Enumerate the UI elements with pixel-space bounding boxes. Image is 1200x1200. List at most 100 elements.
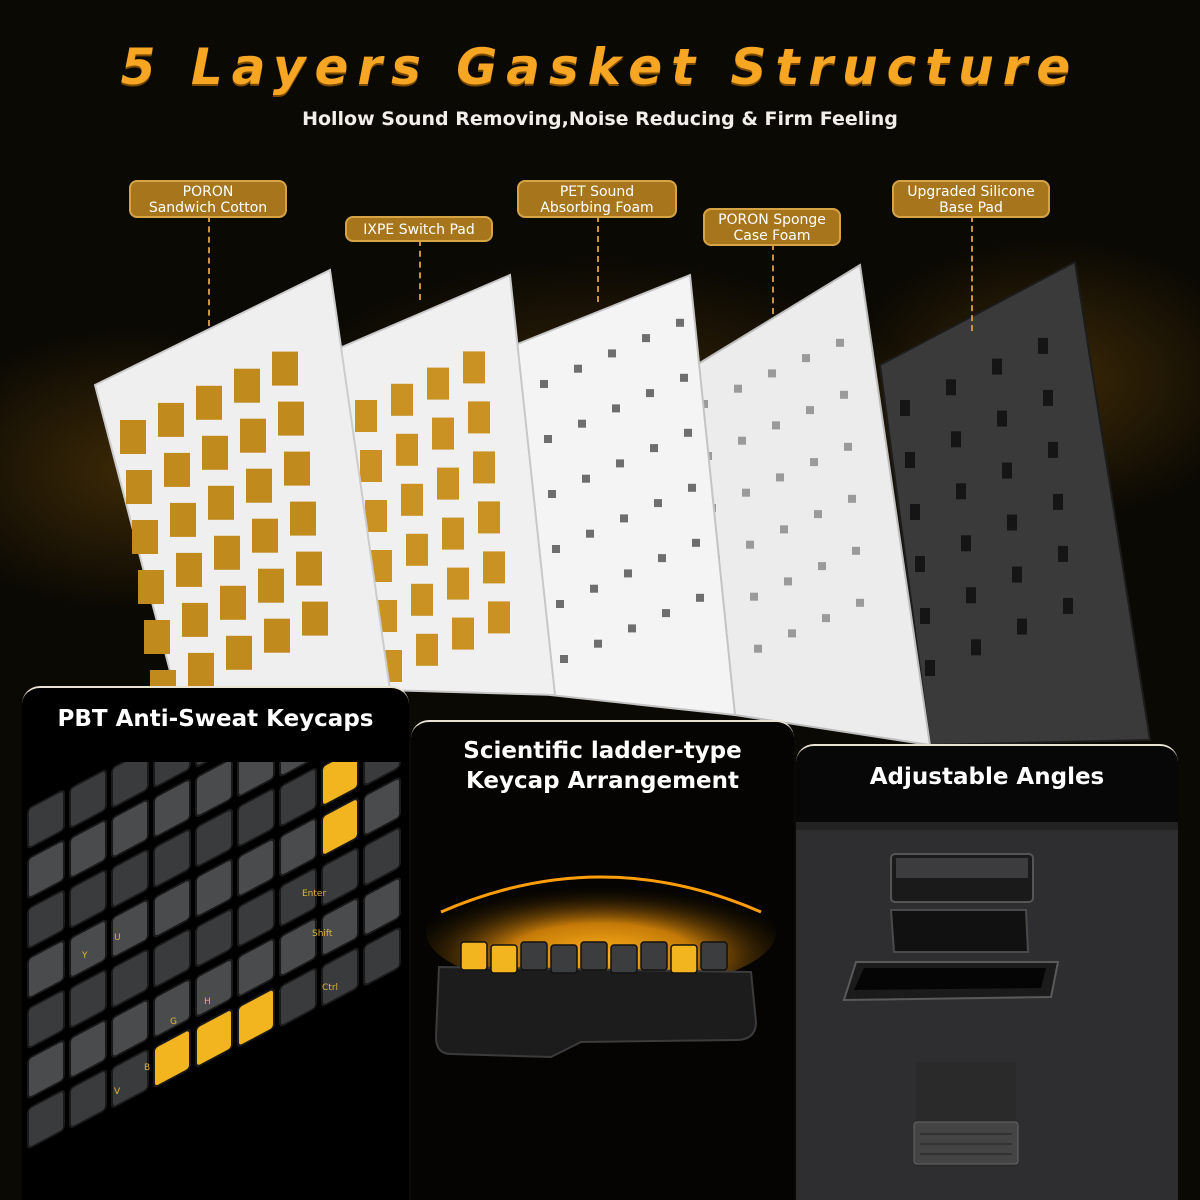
plate-cutout [188, 652, 214, 687]
plate-cutout [214, 535, 240, 570]
keycap [237, 988, 275, 1047]
plate-cutout [844, 442, 852, 451]
keyboard-closeup-illustration: Enter Shift Ctrl B V G H Y U [27, 762, 401, 1149]
plate-cutout [920, 608, 930, 624]
plate-cutout [447, 567, 469, 600]
keycap [279, 918, 317, 977]
plate-cutout [126, 470, 152, 504]
plate-cutout [696, 593, 704, 602]
keycap [69, 969, 107, 1029]
keycap-legend-h: H [204, 997, 211, 1007]
plate-cutout [806, 406, 814, 415]
plate-cutout [401, 483, 423, 516]
keycap [69, 869, 107, 929]
keycap [321, 847, 359, 907]
keycap [153, 979, 191, 1038]
plate-cutout [478, 501, 500, 534]
plate-cutout [1038, 337, 1048, 354]
feature-title-3: Adjustable Angles [869, 764, 1105, 790]
keycap [195, 1008, 233, 1068]
leader-line-4 [772, 244, 774, 314]
layer-ixpe-switch-pad [333, 273, 557, 697]
plate-cutout [905, 452, 915, 468]
plate-cutout [176, 552, 202, 587]
keycap [111, 949, 149, 1008]
layer-poron-sandwich-cotton [93, 268, 392, 704]
plate-cutout [483, 551, 505, 584]
leader-line-3 [597, 216, 599, 302]
plate-cutout [452, 617, 474, 650]
keycap [111, 1049, 149, 1108]
keycap [321, 897, 359, 957]
keycap [27, 990, 65, 1049]
plate-cutout [574, 364, 582, 373]
keycap [321, 762, 359, 807]
plate-cutout [264, 618, 290, 653]
keycap [237, 838, 275, 897]
keycap [237, 938, 275, 997]
plate-cutout [552, 545, 560, 553]
keycap [363, 777, 401, 836]
keycap [27, 840, 65, 899]
keycap [580, 941, 608, 971]
keycap [363, 762, 401, 786]
plate-cutout [360, 450, 382, 482]
plate-cutout [202, 435, 228, 470]
keycap [700, 941, 728, 971]
plate-cutout [810, 458, 818, 467]
plate-cutout [628, 624, 636, 633]
keycap-legend-v: V [114, 1087, 121, 1097]
feature-title-1: PBT Anti-Sweat Keycaps [57, 706, 374, 732]
plate-cutout [355, 400, 377, 432]
keycap-legend-g: G [170, 1017, 177, 1027]
plate-cutout [582, 474, 590, 483]
plate-cutout [365, 500, 387, 532]
keycap [279, 768, 317, 827]
plate-cutout [642, 334, 650, 343]
keycap [279, 868, 317, 927]
layer-silicone-base-pad [878, 260, 1152, 747]
plate-cutout [252, 518, 278, 553]
plate-cutout [768, 369, 776, 378]
keycap [153, 829, 191, 888]
plate-cutout [164, 452, 190, 487]
plate-cutout [624, 569, 632, 578]
keycap [237, 888, 275, 947]
leader-line-5 [971, 216, 973, 331]
keycap [490, 944, 518, 974]
plate-cutout [170, 502, 196, 537]
layer-pet-absorbing-foam [513, 273, 737, 717]
plate-cutout [578, 419, 586, 428]
plate-cutout [814, 510, 822, 519]
plate-cutout [840, 390, 848, 399]
keycap [520, 941, 548, 971]
plate-cutout [692, 538, 700, 547]
plate-cutout [406, 533, 428, 566]
plate-cutout [132, 520, 158, 554]
feature-panel-adjustable-angles: Adjustable Angles [796, 744, 1178, 1200]
plate-cutout [662, 609, 670, 618]
plate-cutout [915, 556, 925, 572]
plate-cutout [951, 431, 961, 448]
keycap [363, 927, 401, 986]
plate-cutout [1048, 441, 1058, 458]
plate-cutout [780, 525, 788, 534]
plate-cutout [856, 598, 864, 607]
keycap [195, 808, 233, 868]
keycap [195, 958, 233, 1018]
plate-cutout [616, 459, 624, 468]
keycap [111, 849, 149, 908]
plate-cutout [900, 400, 910, 416]
plate-cutout [608, 349, 616, 358]
plate-cutout [688, 483, 696, 492]
plate-cutout [654, 499, 662, 508]
keycap [27, 1040, 65, 1099]
gasket-layers-illustration [93, 260, 1152, 747]
keycap [279, 818, 317, 877]
plate-cutout [290, 501, 316, 536]
plate-cutout [650, 444, 658, 453]
keycap [195, 858, 233, 918]
plate-cutout [734, 384, 742, 393]
keycap [670, 944, 698, 974]
